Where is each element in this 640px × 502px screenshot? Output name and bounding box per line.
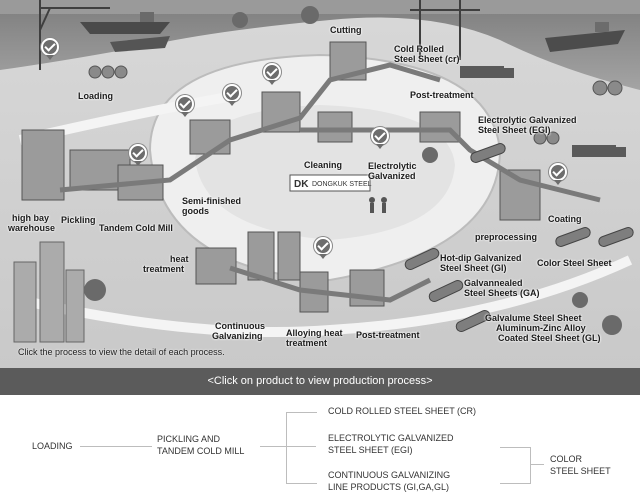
flow-color[interactable]: COLOR (550, 453, 582, 465)
label-post-treatment-top[interactable]: Post-treatment (410, 90, 474, 100)
flow-cold-rolled[interactable]: COLD ROLLED STEEL SHEET (CR) (328, 405, 476, 417)
branch-bracket (286, 412, 317, 484)
label-electrolytic-sub[interactable]: Galvanized (368, 171, 416, 181)
label-heat-treatment[interactable]: heat (170, 254, 189, 264)
label-egi[interactable]: Electrolytic Galvanized (478, 115, 577, 125)
label-cold-rolled-sub[interactable]: Steel Sheet (cr) (394, 54, 460, 64)
flow-color-sub[interactable]: STEEL SHEET (550, 465, 611, 477)
label-gl-sub2[interactable]: Coated Steel Sheet (GL) (498, 333, 601, 343)
label-alloying[interactable]: Alloying heat (286, 328, 343, 338)
checkmark-marker-icon[interactable] (314, 237, 332, 255)
label-post-treatment-bottom[interactable]: Post-treatment (356, 330, 420, 340)
flow-egi[interactable]: ELECTROLYTIC GALVANIZED (328, 432, 454, 444)
label-ga-sub[interactable]: Steel Sheets (GA) (464, 288, 540, 298)
label-gi[interactable]: Hot-dip Galvanized (440, 253, 522, 263)
label-heat-treatment-sub[interactable]: treatment (143, 264, 184, 274)
label-cutting[interactable]: Cutting (330, 25, 362, 35)
label-electrolytic[interactable]: Electrolytic (368, 161, 417, 171)
label-continuous[interactable]: Continuous (215, 321, 265, 331)
checkmark-marker-icon[interactable] (41, 38, 59, 56)
company-sign: DK DONGKUK STEEL (290, 175, 372, 191)
connector-line (286, 446, 316, 447)
company-sign-text: DONGKUK STEEL (312, 181, 372, 188)
flow-cgl-sub[interactable]: LINE PRODUCTS (GI,GA,GL) (328, 481, 449, 493)
label-semi-finished[interactable]: Semi-finished (182, 196, 241, 206)
flow-pickling[interactable]: PICKLING AND (157, 433, 220, 445)
checkmark-marker-icon[interactable] (371, 127, 389, 145)
flow-loading[interactable]: LOADING (32, 440, 73, 452)
checkmark-marker-icon[interactable] (263, 63, 281, 81)
label-egi-sub[interactable]: Steel Sheet (EGI) (478, 125, 551, 135)
flow-egi-sub[interactable]: STEEL SHEET (EGI) (328, 444, 413, 456)
checkmark-marker-icon[interactable] (176, 95, 194, 113)
label-gl-sub[interactable]: Aluminum-Zinc Alloy (496, 323, 586, 333)
checkmark-marker-icon[interactable] (129, 144, 147, 162)
checkmark-marker-icon[interactable] (223, 84, 241, 102)
merge-bracket (500, 447, 531, 484)
label-high-bay[interactable]: high bay (12, 213, 49, 223)
flow-pickling-sub[interactable]: TANDEM COLD MILL (157, 445, 244, 457)
label-gi-sub[interactable]: Steel Sheet (GI) (440, 263, 507, 273)
flow-cgl[interactable]: CONTINUOUS GALVANIZING (328, 469, 450, 481)
label-high-bay-sub[interactable]: warehouse (8, 223, 55, 233)
label-cleaning[interactable]: Cleaning (304, 160, 342, 170)
label-loading[interactable]: Loading (78, 91, 113, 101)
label-gl[interactable]: Galvalume Steel Sheet (485, 313, 582, 323)
company-mark: DK (294, 179, 309, 190)
connector-line (260, 446, 286, 447)
label-preprocessing[interactable]: preprocessing (475, 232, 537, 242)
label-color-steel-sheet[interactable]: Color Steel Sheet (537, 258, 612, 268)
label-continuous-sub[interactable]: Galvanizing (212, 331, 263, 341)
connector-line (530, 464, 544, 465)
label-ga[interactable]: Galvannealed (464, 278, 523, 288)
instruction-banner: <Click on product to view production pro… (0, 368, 640, 395)
connector-line (80, 446, 152, 447)
label-tandem-cold-mill[interactable]: Tandem Cold Mill (99, 223, 173, 233)
process-flow-diagram: LOADING PICKLING AND TANDEM COLD MILL CO… (0, 395, 640, 502)
label-cold-rolled[interactable]: Cold Rolled (394, 44, 444, 54)
label-alloying-sub[interactable]: treatment (286, 338, 327, 348)
checkmark-marker-icon[interactable] (549, 163, 567, 181)
click-hint: Click the process to view the detail of … (18, 347, 225, 357)
label-semi-finished-sub[interactable]: goods (182, 206, 209, 216)
label-pickling[interactable]: Pickling (61, 215, 96, 225)
label-coating[interactable]: Coating (548, 214, 582, 224)
